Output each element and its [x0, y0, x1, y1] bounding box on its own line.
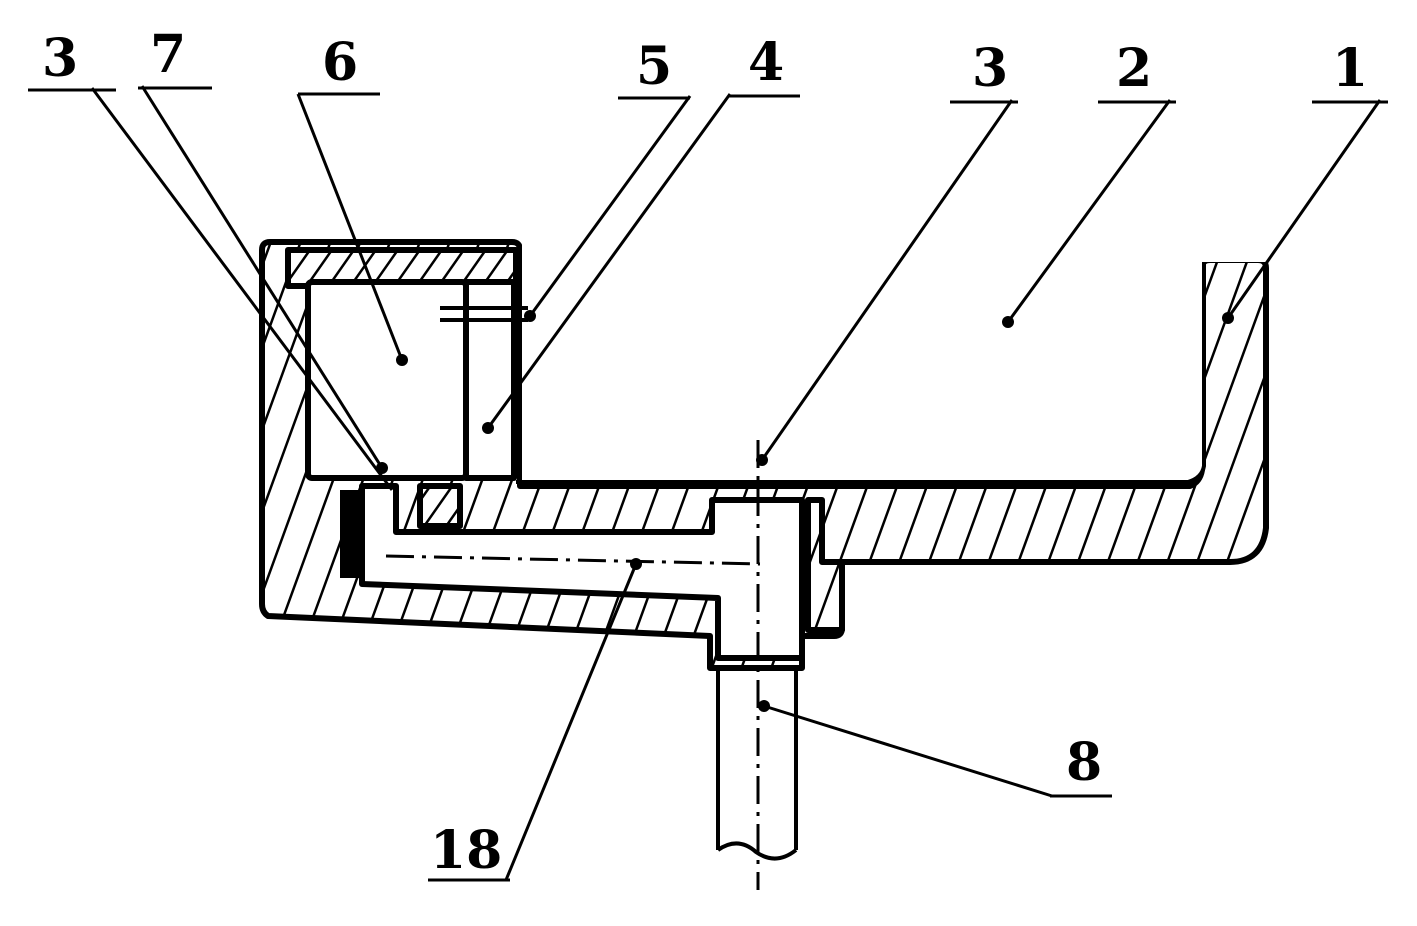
flow-channel: [359, 483, 805, 661]
outlet-collar: [805, 497, 845, 633]
seal-block: [417, 483, 463, 529]
reservoir-interior: [522, 240, 1417, 482]
outlet-pipe: [716, 668, 798, 850]
leader-2: [1006, 99, 1172, 323]
leader-5: [528, 95, 692, 317]
pump-chamber: [305, 279, 469, 481]
channel-seal: [340, 490, 362, 578]
vent-tube: [440, 306, 528, 322]
leader-3-left: [90, 87, 394, 491]
leader-7: [140, 85, 384, 469]
label-5: 5: [636, 36, 672, 97]
label-3-left: 3: [42, 28, 78, 89]
side-chamber: [463, 279, 517, 481]
leader-6: [296, 93, 404, 361]
leader-4: [486, 93, 732, 429]
label-6: 6: [322, 32, 358, 93]
label-3-right: 3: [972, 38, 1008, 99]
label-4: 4: [748, 32, 784, 93]
label-1: 1: [1332, 38, 1368, 99]
leader-18: [504, 563, 638, 881]
outlet-break: [716, 841, 798, 861]
label-18: 18: [430, 820, 502, 881]
label-8: 8: [1066, 732, 1102, 793]
reservoir-floor-line: [516, 262, 1206, 484]
label-2: 2: [1116, 38, 1152, 99]
leader-8: [763, 704, 1053, 798]
leader-1: [1226, 99, 1382, 319]
leader-3-right: [760, 99, 1014, 461]
channel-axis: [385, 554, 761, 566]
label-7: 7: [150, 24, 186, 85]
